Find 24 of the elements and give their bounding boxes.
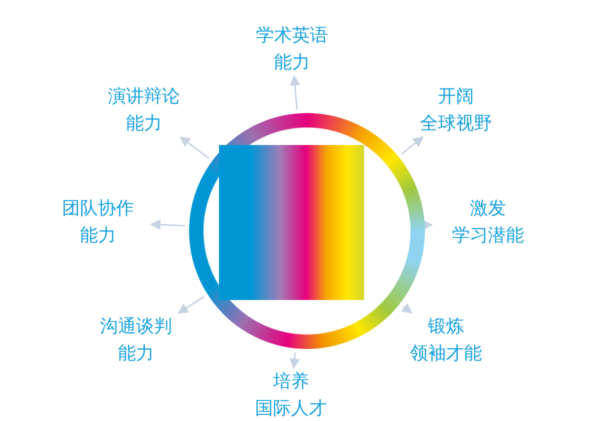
goal-text: 能力 bbox=[274, 51, 310, 75]
arrow bbox=[150, 219, 186, 230]
arrow bbox=[290, 74, 300, 110]
arrow bbox=[178, 296, 204, 314]
goal-text: 锻炼 bbox=[428, 315, 464, 339]
goal-text: 能力 bbox=[118, 342, 154, 366]
goal-text: 领袖才能 bbox=[410, 342, 482, 366]
goal-text: 培养 bbox=[273, 370, 309, 394]
goal-text: 团队协作 bbox=[62, 197, 134, 221]
arrow bbox=[289, 352, 300, 370]
goal-text: 全球视野 bbox=[420, 112, 492, 136]
arrow bbox=[180, 136, 210, 159]
goal-text: 开阔 bbox=[438, 85, 474, 109]
arrow bbox=[422, 220, 434, 230]
goal-text: 演讲辩论 bbox=[108, 85, 180, 109]
goal-text: 能力 bbox=[126, 112, 162, 136]
goal-text: 能力 bbox=[80, 224, 116, 248]
goal-text: 国际人才 bbox=[255, 397, 327, 421]
goal-text: 学术英语 bbox=[256, 24, 328, 48]
goal-text: 沟通谈判 bbox=[100, 315, 172, 339]
goal-text: 激发 bbox=[470, 197, 506, 221]
arrow bbox=[401, 136, 424, 155]
arrow bbox=[400, 303, 412, 314]
goal-text: 学习潜能 bbox=[452, 224, 524, 248]
